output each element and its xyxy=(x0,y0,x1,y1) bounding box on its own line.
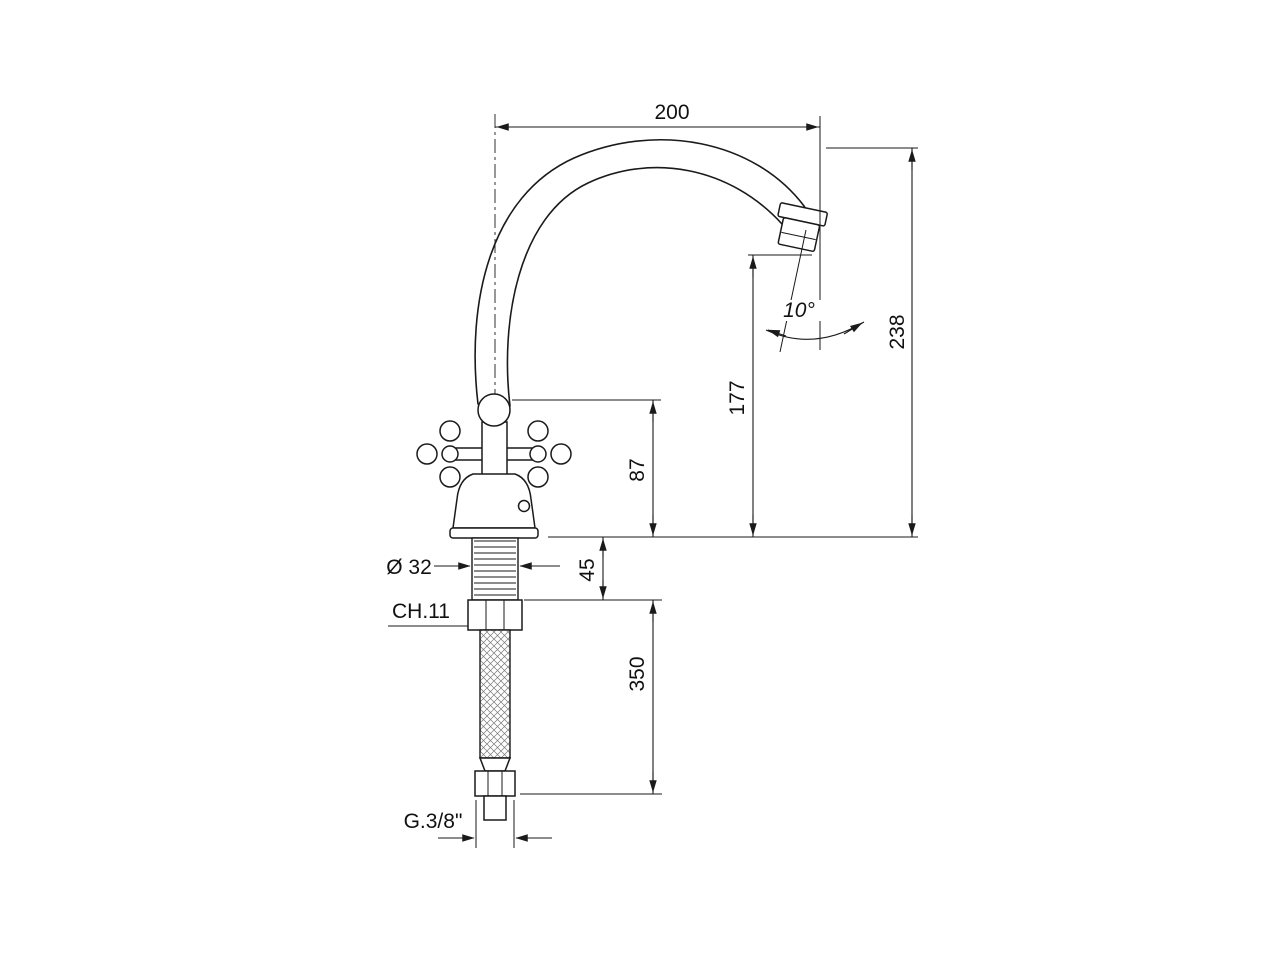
dim-label-outlet-height: 177 xyxy=(726,380,749,415)
dim-wrench-size: CH.11 xyxy=(388,600,468,627)
left-handle xyxy=(416,420,487,488)
dim-label-shank-height: 45 xyxy=(576,558,599,581)
dim-shank-height: 45 xyxy=(524,537,662,601)
right-handle-top-knob xyxy=(527,420,549,442)
dim-arrow xyxy=(843,322,863,335)
right-handle-hub xyxy=(529,445,547,463)
right-handle-outer-knob xyxy=(550,443,572,465)
left-handle-hub xyxy=(441,445,459,463)
dim-label-body-height: 87 xyxy=(626,458,649,481)
body-screw-detail xyxy=(517,499,531,513)
right-handle-bottom-knob xyxy=(527,466,549,488)
dim-label-outlet-angle: 10° xyxy=(783,299,815,322)
dim-label-base-diameter: Ø 32 xyxy=(386,556,432,579)
dim-label-spout-reach: 200 xyxy=(654,101,689,124)
aerator-body xyxy=(777,217,821,252)
angle-label-background xyxy=(779,300,821,321)
mounting-nut xyxy=(467,599,523,631)
spout-base-sphere xyxy=(477,393,511,427)
dim-outlet-angle: 10° xyxy=(765,229,865,353)
outlet-axis-ray xyxy=(779,229,807,353)
left-handle-top-knob xyxy=(439,420,461,442)
spout-inner-edge xyxy=(506,166,790,407)
mounting-nut-body xyxy=(467,599,523,631)
dim-label-total-height: 238 xyxy=(886,314,909,349)
right-handle xyxy=(503,420,572,488)
base-flange xyxy=(449,527,539,539)
dim-base-diameter: Ø 32 xyxy=(386,556,560,579)
dim-outlet-height: 177 xyxy=(726,254,812,537)
dim-body-height: 87 xyxy=(512,399,661,537)
dim-total-height: 238 xyxy=(548,147,918,538)
dim-arrow xyxy=(767,329,787,338)
dim-spout-reach: 200 xyxy=(495,101,821,350)
hose-nut xyxy=(474,770,516,797)
faucet-drawing xyxy=(416,114,828,821)
flexible-hose xyxy=(479,629,511,759)
dimensions: 200 238 177 87 xyxy=(386,101,918,848)
dim-hose-length: 350 xyxy=(520,600,662,795)
dim-label-wrench-size: CH.11 xyxy=(392,600,450,623)
spout-aerator xyxy=(777,202,828,252)
spout-outer-edge xyxy=(474,138,813,405)
dim-label-hose-length: 350 xyxy=(626,656,649,691)
left-handle-bottom-knob xyxy=(439,466,461,488)
aerator-detail-line xyxy=(781,231,816,241)
hose-nut-body xyxy=(474,770,516,797)
threaded-shank xyxy=(471,537,519,601)
left-handle-outer-knob xyxy=(416,443,438,465)
dim-label-connection-thread: G.3/8" xyxy=(404,810,463,833)
body-column xyxy=(481,421,508,479)
connection-pipe xyxy=(483,795,507,821)
hose-taper xyxy=(478,757,512,772)
dim-connection-thread: G.3/8" xyxy=(404,800,552,848)
